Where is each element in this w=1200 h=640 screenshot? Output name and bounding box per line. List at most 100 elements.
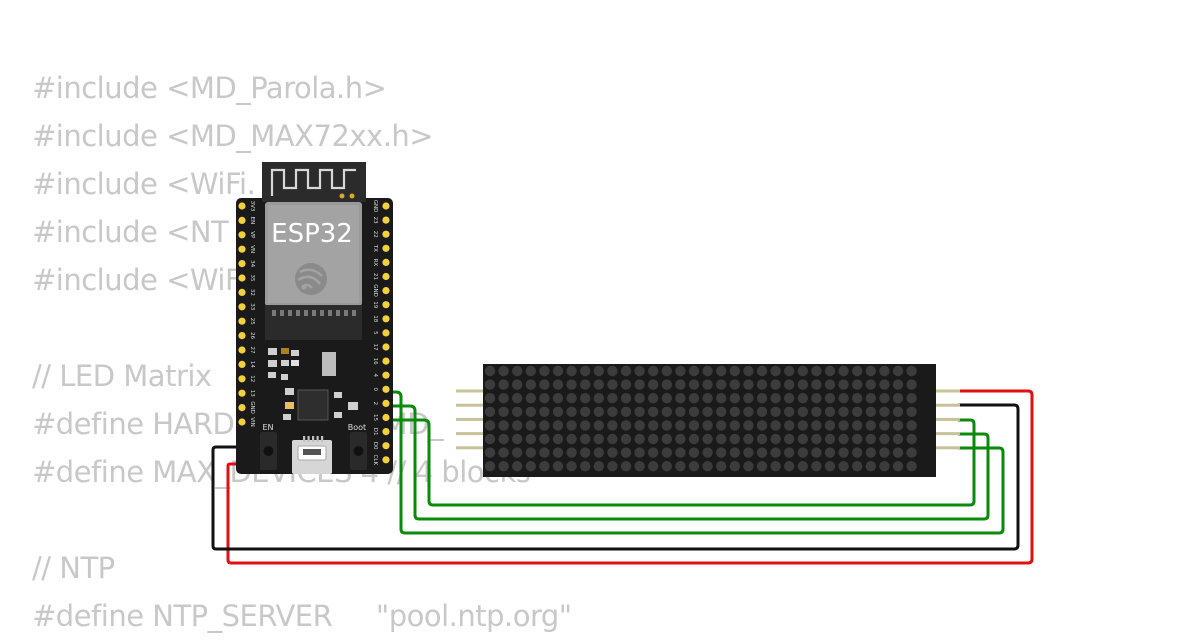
esp32-pin[interactable] bbox=[382, 315, 390, 323]
esp32-pin-label: 4 bbox=[372, 373, 378, 377]
wire-cs-green[interactable] bbox=[386, 404, 990, 521]
led-dot bbox=[552, 393, 564, 404]
wire-vcc-red[interactable] bbox=[226, 389, 1034, 565]
led-dot bbox=[634, 393, 645, 404]
wire-din-green[interactable] bbox=[386, 390, 1005, 535]
led-dot bbox=[879, 461, 890, 472]
esp32-pin[interactable] bbox=[238, 288, 246, 296]
esp32-pin[interactable] bbox=[238, 346, 246, 354]
esp32-pin[interactable] bbox=[382, 230, 390, 238]
led-dot bbox=[852, 393, 863, 404]
usb-uart-chip bbox=[297, 389, 329, 421]
led-dot bbox=[566, 420, 577, 431]
led-dot bbox=[852, 365, 863, 377]
led-dot bbox=[607, 365, 618, 377]
esp32-pin[interactable] bbox=[238, 260, 246, 268]
led-dot bbox=[784, 379, 795, 390]
esp32-pin[interactable] bbox=[238, 202, 246, 210]
micro-usb-port[interactable] bbox=[292, 440, 332, 474]
code-line: #include <WiF bbox=[32, 263, 242, 297]
led-dot bbox=[566, 365, 577, 377]
led-dot bbox=[797, 379, 808, 390]
esp32-pin[interactable] bbox=[382, 385, 390, 393]
led-dot bbox=[906, 393, 917, 404]
led-dot bbox=[675, 420, 686, 431]
led-dot bbox=[838, 379, 849, 390]
led-dot bbox=[743, 365, 754, 377]
esp32-pin[interactable] bbox=[238, 245, 246, 253]
esp32-pin[interactable] bbox=[382, 428, 390, 436]
esp32-pin[interactable] bbox=[238, 389, 246, 397]
esp32-pin[interactable] bbox=[382, 371, 390, 379]
esp32-pin-label: D1 bbox=[372, 428, 378, 436]
esp32-pin[interactable] bbox=[382, 343, 390, 351]
led-dot bbox=[580, 393, 591, 404]
led-dot bbox=[552, 447, 564, 458]
led-dot bbox=[756, 420, 768, 431]
esp32-pin[interactable] bbox=[238, 360, 246, 368]
led-dot bbox=[865, 420, 876, 431]
led-dot bbox=[824, 420, 836, 431]
esp32-pin[interactable] bbox=[238, 418, 246, 426]
esp32-pin[interactable] bbox=[382, 413, 390, 422]
led-dot bbox=[743, 420, 754, 431]
led-dot bbox=[580, 461, 591, 472]
esp32-pin[interactable] bbox=[238, 274, 246, 282]
esp32-pin[interactable] bbox=[382, 301, 390, 309]
esp32-pin[interactable] bbox=[238, 404, 246, 412]
led-dot bbox=[498, 379, 509, 390]
led-dot bbox=[675, 447, 686, 458]
led-dot bbox=[852, 447, 863, 458]
en-button[interactable] bbox=[260, 432, 277, 470]
header-pin bbox=[936, 403, 960, 407]
led-dot bbox=[906, 365, 917, 377]
led-dot bbox=[716, 406, 727, 417]
esp32-pin[interactable] bbox=[382, 329, 390, 337]
led-dot bbox=[525, 433, 536, 445]
esp32-pin[interactable] bbox=[382, 442, 390, 450]
led-dot bbox=[811, 365, 822, 377]
esp32-pin[interactable] bbox=[238, 332, 246, 340]
esp32-pin[interactable] bbox=[382, 244, 390, 252]
esp32-pin[interactable] bbox=[382, 287, 390, 295]
esp32-pin[interactable] bbox=[382, 272, 390, 281]
led-dot bbox=[702, 461, 713, 472]
esp32-pin[interactable] bbox=[238, 216, 246, 224]
esp32-pin-label: TX bbox=[372, 244, 378, 252]
boot-button-label: Boot bbox=[348, 423, 366, 432]
led-dot bbox=[756, 365, 768, 377]
esp32-pin[interactable] bbox=[382, 216, 390, 224]
esp32-pin[interactable] bbox=[382, 357, 390, 365]
smd-components bbox=[268, 348, 358, 420]
esp32-pin-label: 13 bbox=[249, 390, 255, 397]
esp32-pin[interactable] bbox=[238, 303, 246, 311]
led-dot bbox=[729, 447, 740, 458]
esp32-pin[interactable] bbox=[382, 399, 390, 407]
esp32-pin[interactable] bbox=[238, 231, 246, 239]
led-matrix-module[interactable] bbox=[456, 364, 960, 477]
esp32-pin[interactable] bbox=[382, 456, 390, 464]
esp32-pin[interactable] bbox=[238, 375, 246, 383]
esp32-pin[interactable] bbox=[382, 202, 390, 210]
led-dot bbox=[593, 447, 604, 458]
wire-gnd-black[interactable] bbox=[211, 403, 1020, 551]
esp32-pin-label: 27 bbox=[249, 347, 255, 354]
led-dot bbox=[661, 379, 672, 390]
led-dot bbox=[852, 433, 863, 445]
esp32-pin-label: CLK bbox=[372, 455, 378, 466]
wire-clk-green[interactable] bbox=[386, 418, 976, 507]
header-pin bbox=[456, 417, 483, 421]
esp32-pin[interactable] bbox=[238, 317, 246, 325]
esp32-pin-label: GND bbox=[372, 284, 378, 297]
boot-button[interactable] bbox=[350, 432, 367, 470]
esp32-pin[interactable] bbox=[382, 258, 390, 266]
led-dot bbox=[661, 393, 672, 404]
led-dot bbox=[811, 406, 822, 417]
led-dot bbox=[892, 447, 904, 458]
led-dot bbox=[702, 365, 713, 377]
led-dot bbox=[498, 406, 509, 417]
header-pin bbox=[456, 446, 483, 450]
led-dot bbox=[865, 393, 876, 404]
led-dot bbox=[797, 420, 808, 431]
esp32-devkit[interactable]: ESP32 bbox=[236, 162, 393, 474]
